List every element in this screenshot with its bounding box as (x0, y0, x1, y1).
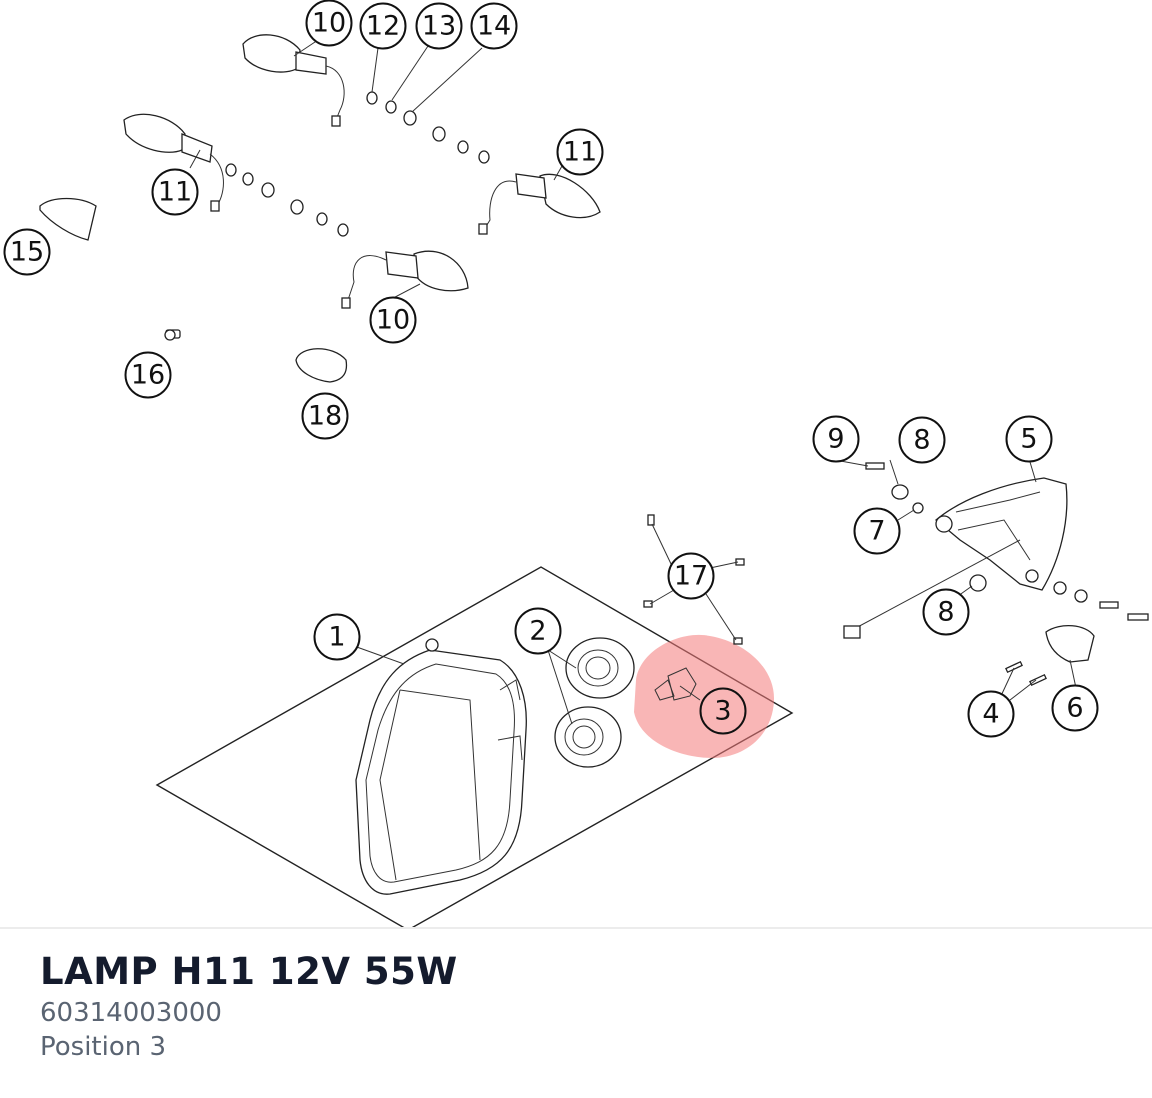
wire (851, 539, 1021, 631)
exploded-parts-diagram: 10 12 13 14 11 11 15 10 16 18 9 8 5 7 17… (3, 0, 1149, 928)
lamp-holder-lower (554, 706, 622, 768)
callout-15: 15 (3, 228, 51, 276)
callout-4: 4 (967, 690, 1015, 738)
callout-16: 16 (124, 351, 172, 399)
svg-text:11: 11 (563, 137, 597, 168)
callout-13: 13 (415, 2, 463, 50)
svg-text:18: 18 (308, 401, 342, 432)
svg-text:11: 11 (158, 177, 192, 208)
callout-14: 14 (470, 2, 518, 50)
callout-18: 18 (301, 392, 349, 440)
svg-text:1: 1 (328, 622, 345, 653)
svg-text:12: 12 (366, 11, 400, 42)
divider (0, 927, 1152, 929)
screw-17c (643, 600, 653, 608)
svg-text:17: 17 (674, 561, 708, 592)
callout-2: 2 (514, 607, 562, 655)
svg-text:14: 14 (477, 11, 511, 42)
screw-17d (733, 637, 743, 645)
connector (843, 625, 861, 639)
screw-4a (1005, 660, 1023, 674)
svg-text:3: 3 (714, 696, 731, 727)
turn-signal-left (123, 113, 224, 212)
washer-13 (385, 100, 397, 114)
callout-8-lower: 8 (922, 588, 970, 636)
part-number: 60314003000 (40, 998, 222, 1028)
reflector-6 (1045, 625, 1095, 663)
washer-7 (912, 502, 924, 514)
svg-text:5: 5 (1020, 424, 1037, 455)
callout-6: 6 (1051, 684, 1099, 732)
callout-10-bottom: 10 (369, 296, 417, 344)
svg-text:4: 4 (982, 699, 999, 730)
callout-11-left: 11 (151, 168, 199, 216)
bolt-9 (865, 462, 885, 470)
callout-10-top: 10 (305, 0, 353, 47)
svg-text:8: 8 (937, 597, 954, 628)
callout-9: 9 (812, 415, 860, 463)
svg-text:8: 8 (913, 425, 930, 456)
callout-7: 7 (853, 507, 901, 555)
lamp-holder-upper (565, 637, 635, 699)
nut-14 (403, 110, 417, 126)
screw-17a (647, 514, 655, 526)
washer-12 (366, 91, 378, 105)
position-label: Position 3 (40, 1032, 167, 1062)
turn-signal-top-left (242, 34, 345, 127)
callout-11-right: 11 (556, 128, 604, 176)
callout-17: 17 (667, 552, 715, 600)
lens-cap-15 (39, 197, 97, 241)
svg-text:9: 9 (827, 424, 844, 455)
headlight-housing (355, 638, 527, 895)
svg-text:15: 15 (10, 237, 44, 268)
kit-outline (155, 566, 794, 928)
svg-text:6: 6 (1066, 693, 1083, 724)
turn-signal-right (478, 173, 601, 235)
svg-text:10: 10 (376, 305, 410, 336)
nut-8-lower (969, 574, 987, 592)
svg-text:7: 7 (868, 516, 885, 547)
svg-text:16: 16 (131, 360, 165, 391)
callout-1: 1 (313, 613, 361, 661)
screw-4b (1029, 673, 1047, 687)
bulb-h11 (654, 667, 697, 701)
position-3-highlight (634, 634, 775, 758)
headlight-bracket (934, 477, 1068, 591)
callout-3[interactable]: 3 (699, 687, 747, 735)
callout-5: 5 (1005, 415, 1053, 463)
svg-text:13: 13 (422, 11, 456, 42)
lens-cap-18 (295, 348, 348, 383)
callout-8-upper: 8 (898, 416, 946, 464)
svg-text:10: 10 (312, 8, 346, 39)
nut-8-upper (891, 484, 909, 500)
product-info: LAMP H11 12V 55W 60314003000 Position 3 (40, 948, 458, 1064)
svg-text:2: 2 (529, 616, 546, 647)
product-title: LAMP H11 12V 55W (40, 950, 458, 993)
screw-16 (164, 329, 181, 341)
turn-signal-bottom (341, 250, 469, 309)
callout-12: 12 (359, 2, 407, 50)
